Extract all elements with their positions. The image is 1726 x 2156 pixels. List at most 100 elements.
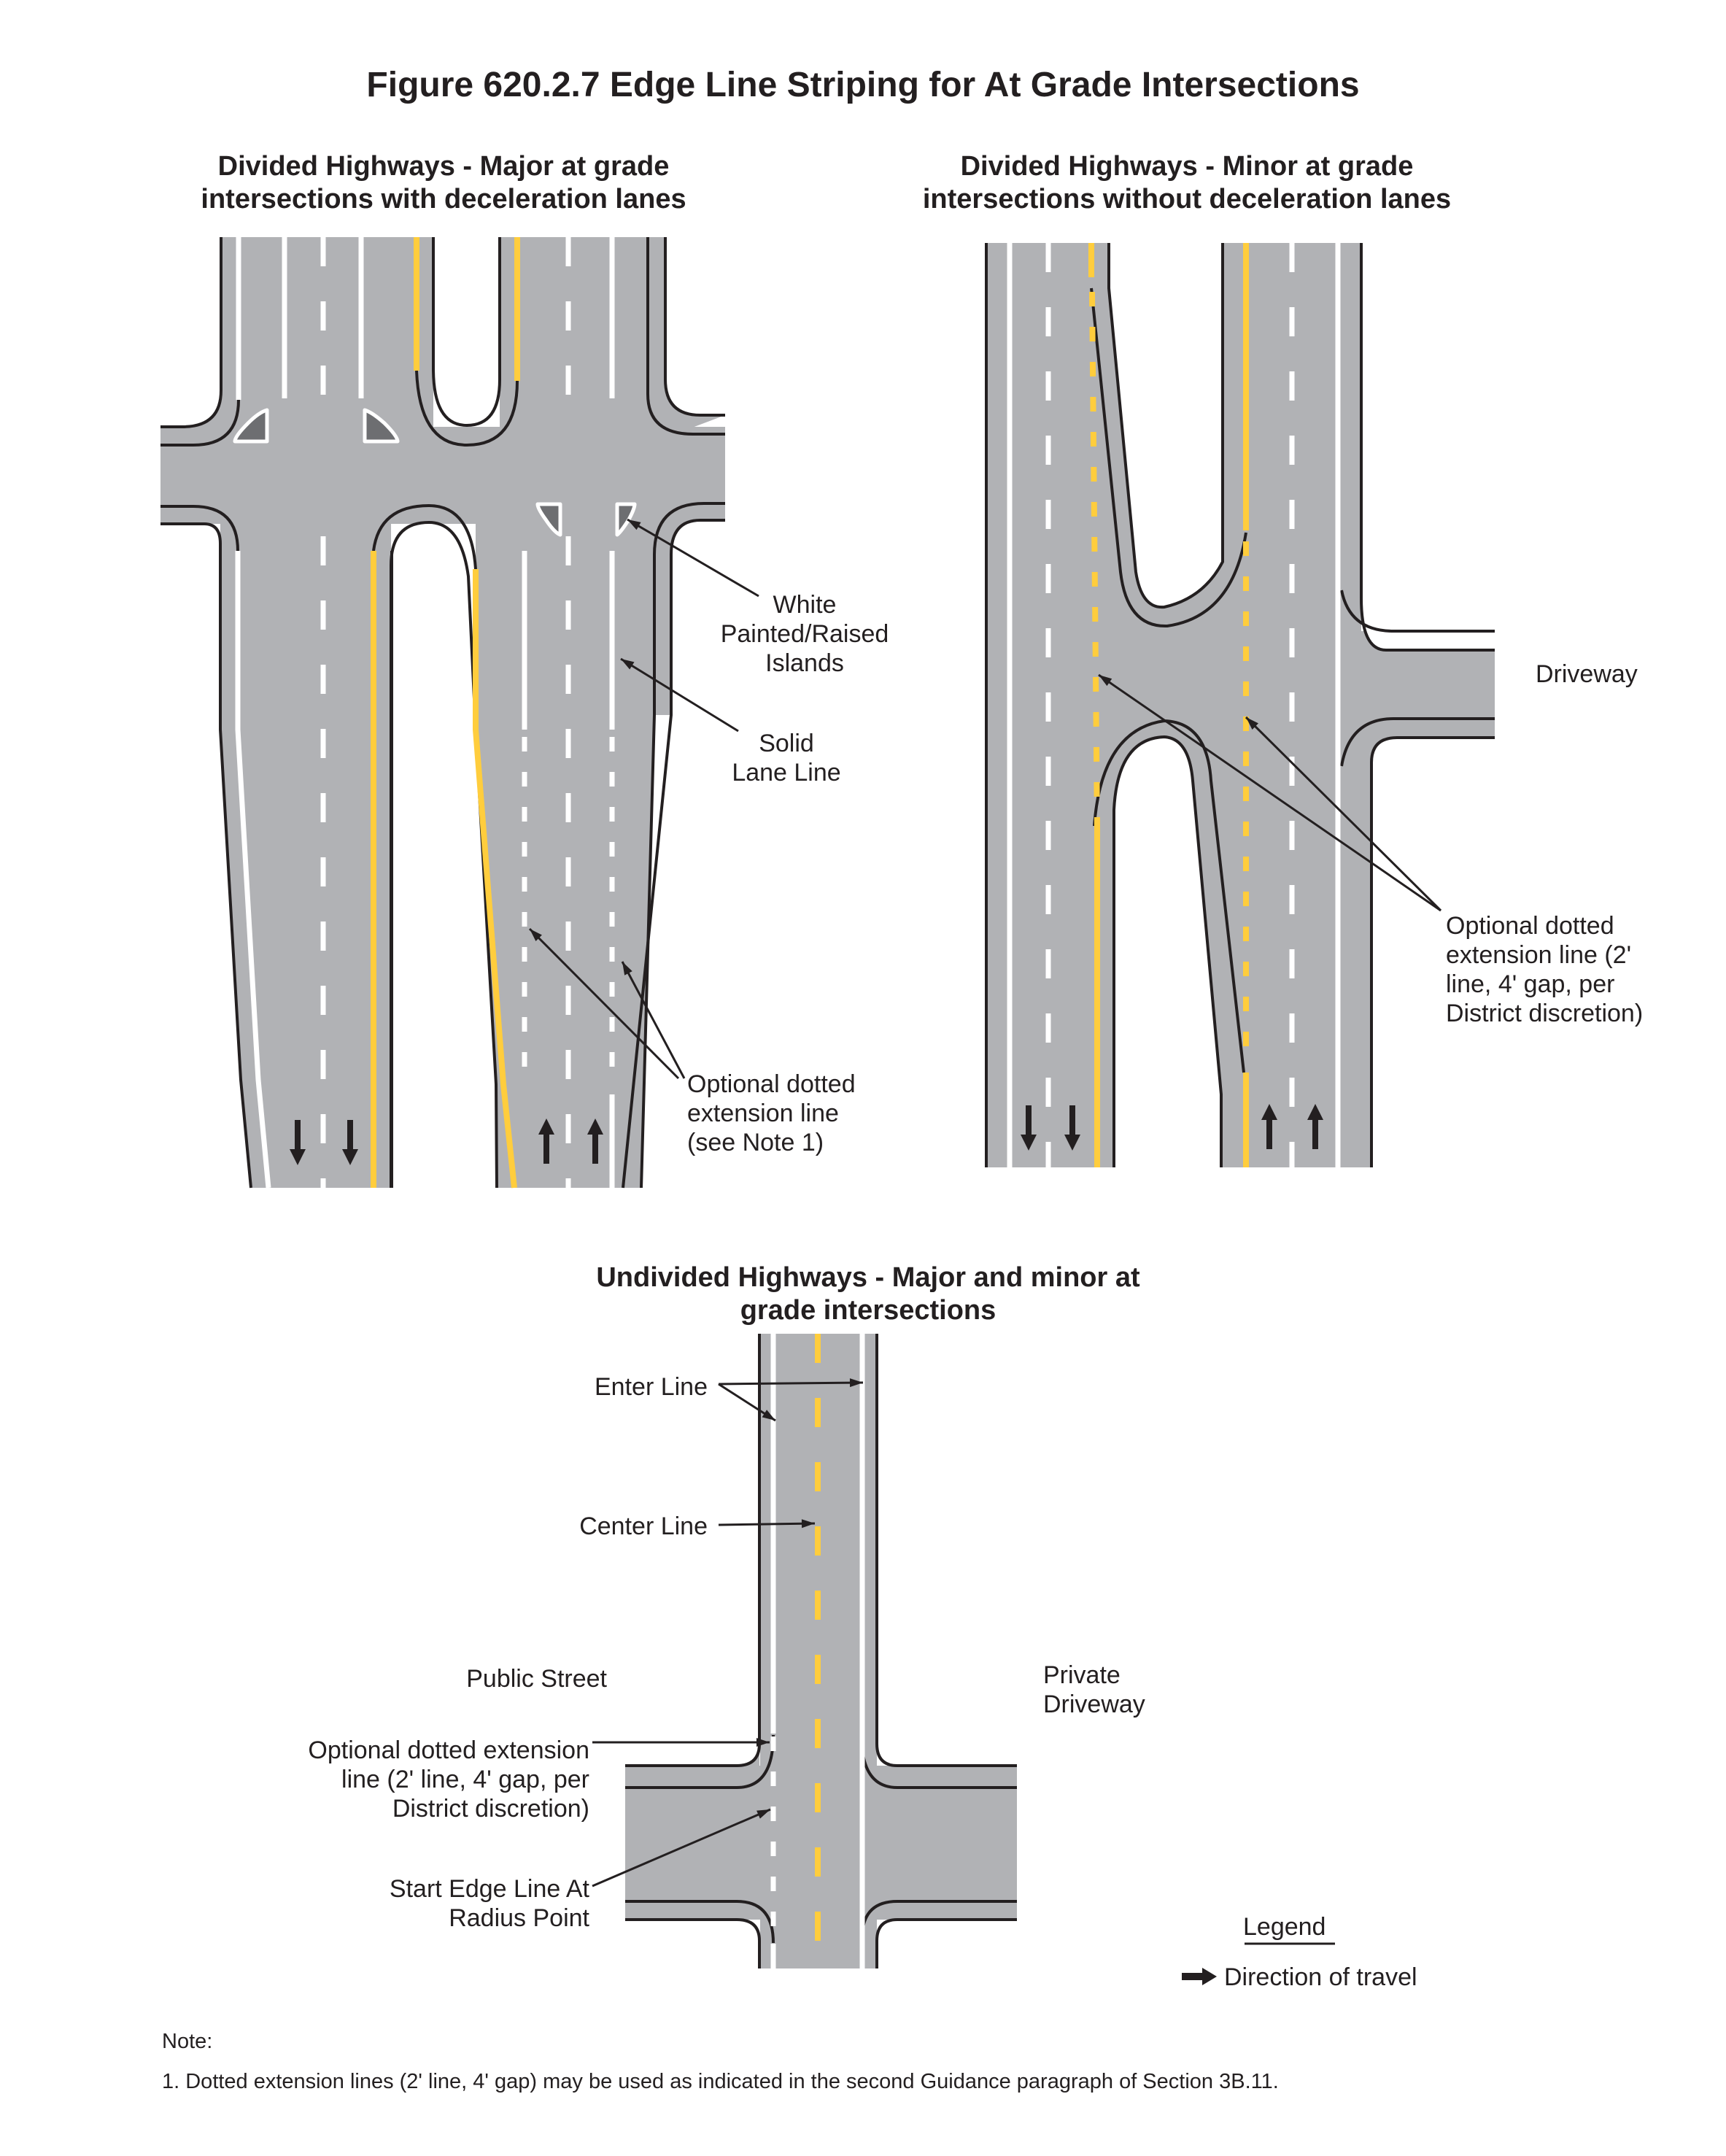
pavement xyxy=(160,427,725,524)
leader-arrowhead xyxy=(762,1410,775,1421)
road-drawing xyxy=(592,1328,1021,1977)
edge-line xyxy=(390,520,498,1189)
arrow-up-icon xyxy=(1261,1104,1277,1149)
leader-arrowhead xyxy=(801,1519,815,1529)
edge-line xyxy=(1340,590,1495,633)
pavement xyxy=(625,1766,1017,1920)
leader-arrowhead xyxy=(627,519,641,530)
pavement xyxy=(665,379,725,438)
leader-arrowhead xyxy=(849,1378,863,1388)
arrow-shaft xyxy=(592,1135,598,1164)
callout-start-edge-line: Start Edge Line At xyxy=(390,1875,590,1903)
callout-optional-dotted: District discretion) xyxy=(392,1795,589,1823)
edge-line xyxy=(622,519,725,1189)
island xyxy=(363,408,400,444)
callout-optional-dotted: Optional dotted xyxy=(1446,912,1614,940)
leader-arrowhead xyxy=(1099,675,1112,687)
arrow-shaft xyxy=(1312,1120,1318,1149)
callout-optional-dotted: Optional dotted xyxy=(687,1070,856,1098)
leader-arrowhead xyxy=(756,1809,770,1819)
edge-line xyxy=(160,237,222,428)
legend-item-label: Direction of travel xyxy=(1224,1963,1417,1991)
edge-line xyxy=(372,503,477,570)
callout-optional-dotted: line, 4' gap, per xyxy=(1446,970,1614,998)
callout-private-driveway: Private xyxy=(1043,1661,1121,1689)
leader-line xyxy=(718,1522,816,1526)
diagram-divided-minor: Divided Highways - Minor at grade inters… xyxy=(923,151,1643,1175)
arrow-shaft xyxy=(347,1120,353,1149)
arrow-down-icon xyxy=(1021,1105,1037,1151)
outside-area xyxy=(620,1328,759,1766)
callout-solid-lane-line: Solid xyxy=(759,730,814,757)
edge-line xyxy=(160,522,252,1189)
callout-islands: White xyxy=(773,591,837,619)
edge-line xyxy=(625,1900,775,1944)
road-drawing xyxy=(985,233,1503,1175)
pavement xyxy=(221,237,433,438)
callout-optional-dotted: extension line xyxy=(687,1100,839,1127)
callout-enter-line: Enter Line xyxy=(595,1373,708,1401)
edge-line xyxy=(625,1918,761,1968)
arrow-head xyxy=(538,1118,554,1135)
leader-arrowhead xyxy=(621,659,635,670)
callout-islands: Islands xyxy=(765,649,844,677)
callout-optional-dotted: District discretion) xyxy=(1446,1000,1643,1027)
yellow-solid-line xyxy=(473,569,517,1189)
edge-line xyxy=(875,1334,1017,1767)
diagram-title-line: intersections with deceleration lanes xyxy=(201,184,686,215)
edge-line xyxy=(875,1918,1017,1968)
outside-area xyxy=(1361,233,1503,650)
diagram-title-line: Divided Highways - Minor at grade xyxy=(961,151,1414,182)
callout-private-driveway: Driveway xyxy=(1043,1691,1145,1718)
pavement xyxy=(220,511,392,1188)
outside-area xyxy=(877,1920,1021,1977)
arrow-down-icon xyxy=(1064,1105,1080,1151)
leader-line xyxy=(627,518,759,598)
arrow-head xyxy=(342,1149,358,1165)
island xyxy=(535,502,562,537)
median-upper xyxy=(433,237,500,425)
edge-line xyxy=(432,237,501,428)
diagram-title-line: intersections without deceleration lanes xyxy=(923,184,1451,215)
edge-line xyxy=(415,370,519,447)
arrow-shaft xyxy=(543,1135,549,1164)
leader-line xyxy=(1098,673,1441,912)
edge-line xyxy=(160,505,239,552)
callout-center-line: Center Line xyxy=(579,1512,708,1540)
median-lower xyxy=(391,522,497,1189)
arrow-head xyxy=(1064,1135,1080,1151)
arrow-head xyxy=(1261,1104,1277,1120)
arrow-right-icon xyxy=(1182,1968,1217,1985)
diagram-divided-major: Divided Highways - Major at grade inters… xyxy=(146,151,889,1189)
diagram-undivided: Undivided Highways - Major and minor at … xyxy=(308,1262,1145,1977)
leader-arrowhead xyxy=(622,962,632,975)
figure-title: Figure 620.2.7 Edge Line Striping for At… xyxy=(366,66,1359,104)
road-drawing xyxy=(146,233,759,1189)
arrow-head xyxy=(1021,1135,1037,1151)
leader-line xyxy=(528,927,680,1080)
arrow-head xyxy=(587,1118,603,1135)
edge-line xyxy=(646,237,725,436)
arrow-down-icon xyxy=(290,1120,306,1165)
leader-arrowhead xyxy=(756,1738,770,1747)
edge-line xyxy=(1090,287,1247,628)
arrow-up-icon xyxy=(587,1118,603,1164)
pavement xyxy=(986,243,1361,1167)
note-item: 1. Dotted extension lines (2' line, 4' g… xyxy=(162,2070,1279,2093)
callout-public-street: Public Street xyxy=(466,1665,607,1693)
callout-optional-dotted: (see Note 1) xyxy=(687,1129,824,1156)
median-upper xyxy=(1109,243,1223,608)
edge-line xyxy=(1107,243,1224,609)
pavement xyxy=(500,237,665,438)
outside-area xyxy=(146,233,221,427)
legend-title: Legend xyxy=(1243,1913,1326,1941)
pavement xyxy=(160,390,221,438)
note-heading: Note: xyxy=(162,2030,212,2053)
callout-driveway: Driveway xyxy=(1536,660,1638,688)
diagram-title-line: grade intersections xyxy=(740,1295,996,1326)
arrow-shaft xyxy=(295,1120,301,1149)
outside-area xyxy=(620,1920,759,1977)
notes: Note: 1. Dotted extension lines (2' line… xyxy=(162,2030,1279,2093)
callout-solid-lane-line: Lane Line xyxy=(732,759,840,787)
pavement xyxy=(654,511,725,715)
